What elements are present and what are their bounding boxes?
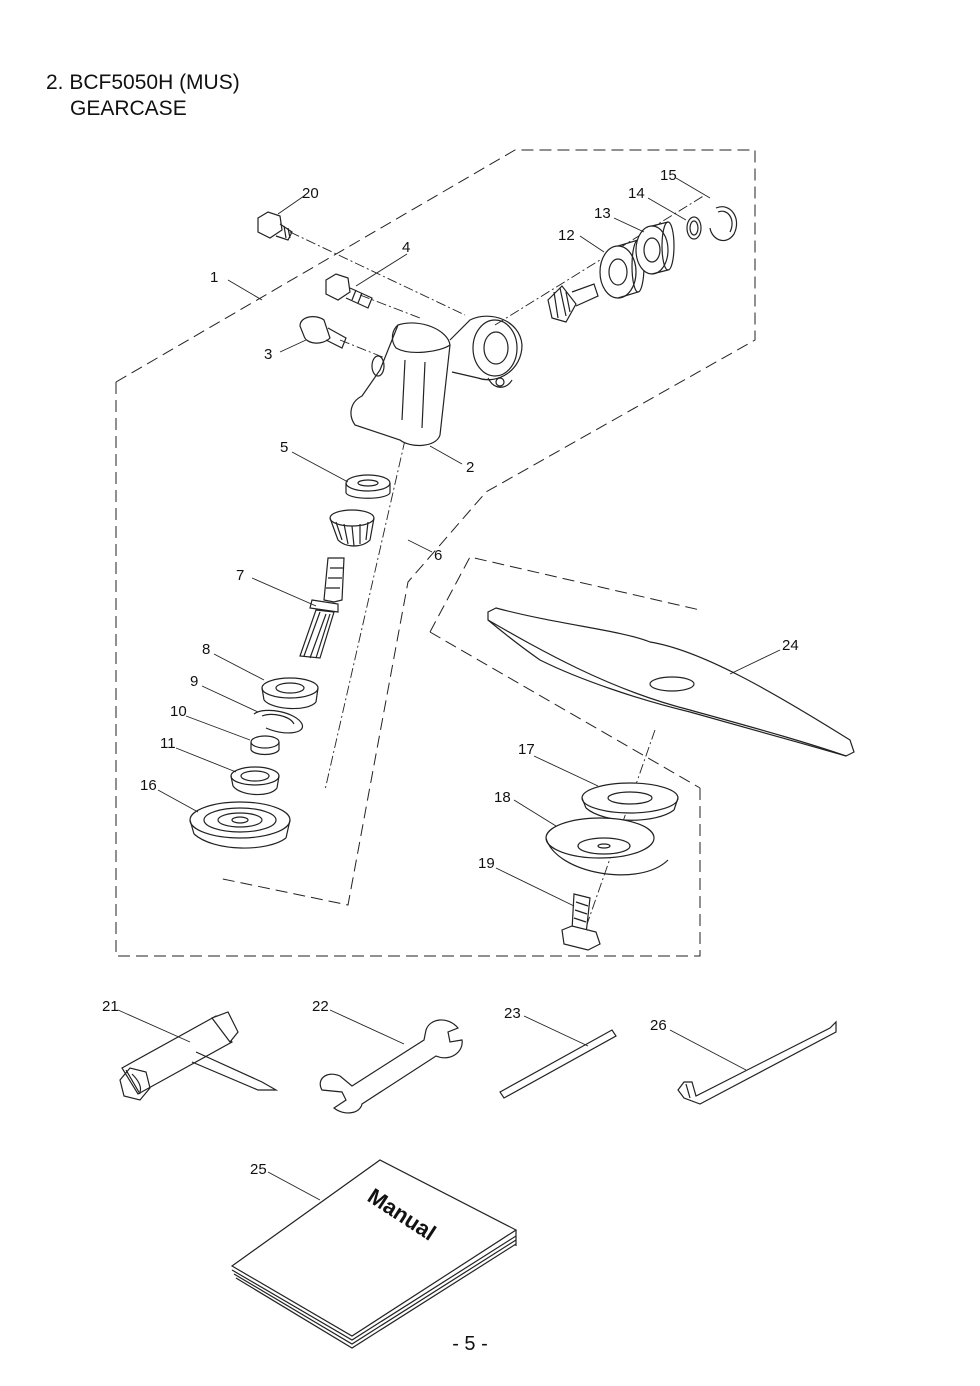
cup-part-18 [545, 817, 669, 876]
page-number: - 5 - [452, 1333, 488, 1355]
callout-22: 22 [312, 998, 329, 1015]
page-title: 2. BCF5050H (MUS) GEARCASE [46, 70, 240, 122]
ring-part-10 [250, 735, 280, 756]
socket-wrench-part-21 [119, 1011, 279, 1101]
callout-25: 25 [250, 1161, 267, 1178]
callout-12: 12 [558, 227, 575, 244]
snap-ring-part-15 [709, 206, 738, 242]
callout-20: 20 [302, 185, 319, 202]
gear-housing-part-2 [350, 315, 523, 446]
callout-23: 23 [504, 1005, 521, 1022]
bolt-part-3 [299, 316, 347, 349]
callout-9: 9 [190, 673, 198, 690]
callout-10: 10 [170, 703, 187, 720]
callout-8: 8 [202, 641, 210, 658]
assembly-boundary-24 [429, 556, 701, 789]
callout-16: 16 [140, 777, 157, 794]
bearing-part-8 [261, 677, 319, 710]
bolt-part-19 [561, 893, 601, 951]
callout-4: 4 [402, 239, 410, 256]
ring-part-14 [686, 216, 702, 240]
callout-18: 18 [494, 789, 511, 806]
snap-ring-part-9 [253, 709, 303, 734]
wrench-part-22 [319, 1019, 463, 1114]
callout-15: 15 [660, 167, 677, 184]
hex-key-part-26 [677, 1020, 837, 1105]
blade-part-24 [487, 607, 855, 757]
callout-13: 13 [594, 205, 611, 222]
bolt-part-20 [257, 211, 293, 241]
callout-11: 11 [160, 735, 176, 752]
callout-5: 5 [280, 439, 288, 456]
title-model: 2. BCF5050H (MUS) [46, 71, 240, 94]
callout-19: 19 [478, 855, 495, 872]
callout-labels: 1 2 3 4 5 6 7 8 9 10 11 12 13 14 15 16 1… [102, 167, 799, 1178]
gear-part-6 [329, 509, 375, 547]
bearing-part-5 [345, 474, 391, 499]
leader-lines [117, 177, 781, 1201]
callout-2: 2 [466, 459, 474, 476]
callout-24: 24 [782, 637, 799, 654]
protector-part-16 [189, 801, 291, 849]
bevel-gear-part-12 [547, 283, 599, 323]
washer-part-17 [581, 782, 679, 821]
bearing-part-13 [635, 221, 675, 275]
callout-7: 7 [236, 567, 244, 584]
callout-14: 14 [628, 185, 645, 202]
bolt-part-4 [325, 273, 373, 309]
pin-part-23 [499, 1029, 617, 1099]
callout-1: 1 [210, 269, 218, 286]
callout-17: 17 [518, 741, 535, 758]
callout-26: 26 [650, 1017, 667, 1034]
shaft-part-7 [299, 557, 345, 659]
title-section: GEARCASE [70, 97, 187, 120]
callout-3: 3 [264, 346, 272, 363]
washer-part-11 [230, 766, 280, 796]
assembly-boundary-1 [115, 149, 756, 957]
callout-21: 21 [102, 998, 119, 1015]
manual-part-25 [230, 1159, 518, 1349]
callout-6: 6 [434, 547, 442, 564]
